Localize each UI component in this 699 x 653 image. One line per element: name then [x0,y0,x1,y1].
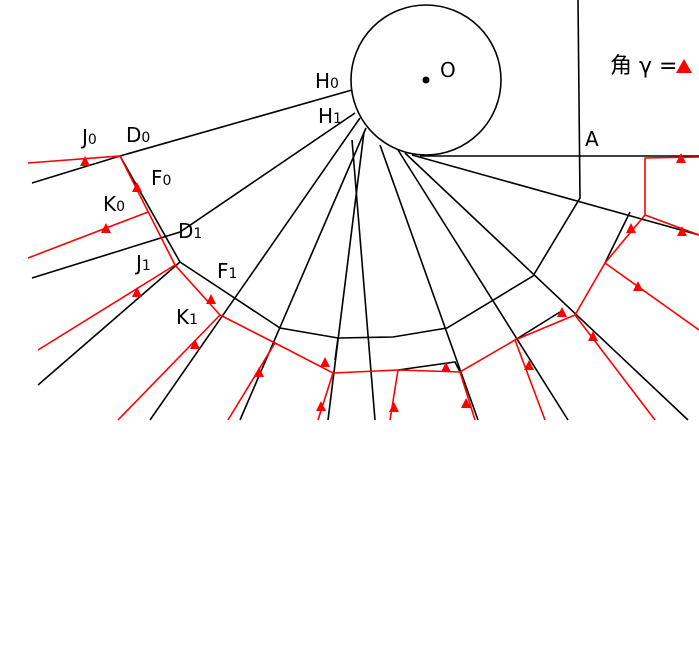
label-j1: J1 [134,251,151,275]
label-h0: H0 [315,69,339,93]
red-rays [27,155,699,421]
label-k0: K0 [103,192,125,216]
black-lines [31,0,699,421]
legend-text: 角 γ = [610,54,677,79]
label-j0: J0 [80,125,97,149]
label-d0: D0 [126,123,150,147]
angle-markers [80,153,687,412]
label-h1: H1 [318,104,342,128]
label-k1: K1 [176,305,198,329]
legend-triangle-icon [676,59,692,73]
center-o-dot [422,76,430,84]
label-d1: D1 [178,219,202,243]
label-f0: F0 [151,166,171,190]
circle-o [350,4,502,156]
label-o: O [440,58,456,82]
label-f1: F1 [217,259,237,283]
label-a: A [585,127,599,151]
